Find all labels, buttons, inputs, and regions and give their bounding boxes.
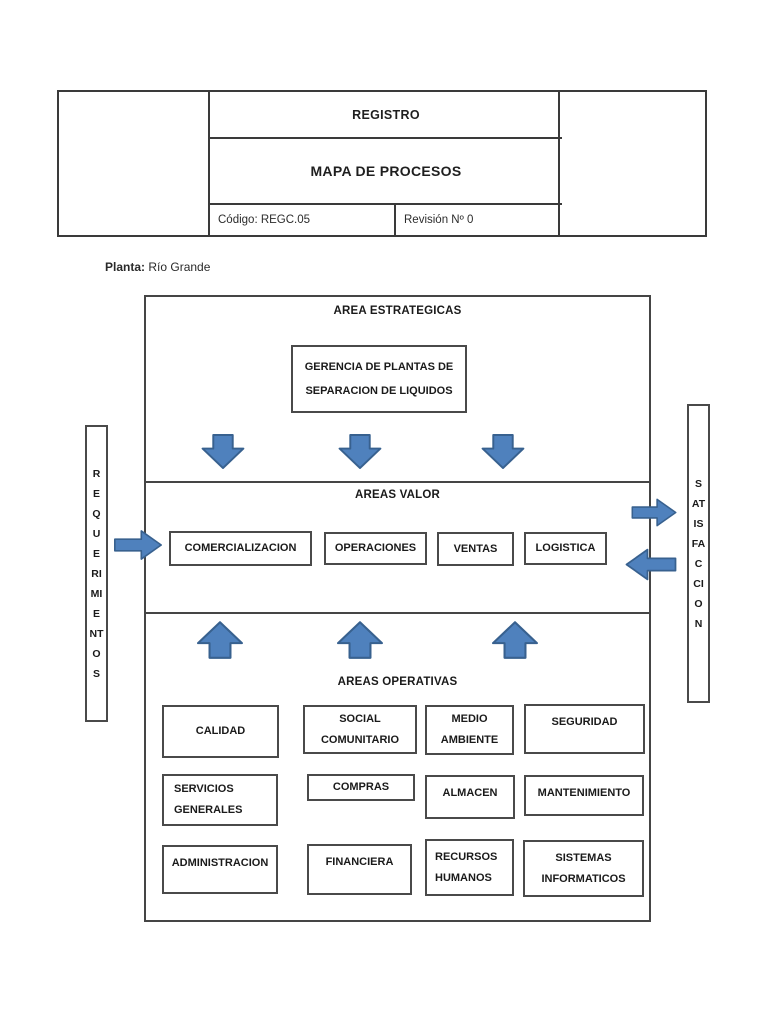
valor-section-title: AREAS VALOR — [354, 489, 441, 501]
revision-label: Revisión Nº 0 — [404, 214, 474, 226]
strategic-section-title: AREA ESTRATEGICAS — [333, 305, 462, 317]
requerimientos-rail: REQUERIMIENTOS — [85, 425, 108, 722]
down-arrow-icon — [338, 434, 382, 469]
up-arrow-icon — [492, 621, 538, 659]
registro-label: REGISTRO — [210, 92, 562, 139]
operativas-box-calidad: CALIDAD — [162, 705, 279, 758]
down-arrow-icon — [481, 434, 525, 469]
satisfaccion-label: SATISFACCION — [691, 477, 706, 630]
valor-box-logistica: LOGISTICA — [524, 532, 607, 565]
planta-label: Planta: — [105, 260, 146, 274]
up-arrow-icon — [197, 621, 243, 659]
operativas-section-title: AREAS OPERATIVAS — [337, 676, 458, 688]
operativas-box-sistemas-informaticos: SISTEMAS INFORMATICOS — [523, 840, 644, 897]
satisfaccion-rail: SATISFACCION — [687, 404, 710, 703]
section-divider — [146, 481, 649, 483]
down-arrow-icon — [201, 434, 245, 469]
section-divider — [146, 612, 649, 614]
logo-cell — [59, 92, 210, 235]
header-right-cell — [558, 92, 705, 235]
valor-box-comercializacion: COMERCIALIZACION — [169, 531, 312, 566]
page-title: MAPA DE PROCESOS — [210, 139, 562, 205]
gerencia-box: GERENCIA DE PLANTAS DE SEPARACION DE LIQ… — [291, 345, 467, 413]
operativas-box-servicios-generales: SERVICIOS GENERALES — [162, 774, 278, 826]
gerencia-line1: GERENCIA DE PLANTAS DE — [304, 361, 454, 373]
operativas-box-mantenimiento: MANTENIMIENTO — [524, 775, 644, 816]
codigo-label: Código: REGC.05 — [210, 205, 396, 235]
valor-box-ventas: VENTAS — [437, 532, 514, 566]
up-arrow-icon — [337, 621, 383, 659]
process-map-frame: AREA ESTRATEGICAS GERENCIA DE PLANTAS DE… — [144, 295, 651, 922]
planta-value: Río Grande — [148, 260, 211, 274]
operativas-box-administracion: ADMINISTRACION — [162, 845, 278, 894]
operativas-box-compras: COMPRAS — [307, 774, 415, 801]
operativas-box-almacen: ALMACEN — [425, 775, 515, 819]
requirements-in-arrow-icon — [114, 530, 162, 560]
operativas-box-social-comunitario: SOCIAL COMUNITARIO — [303, 705, 417, 754]
feedback-in-arrow-icon — [625, 548, 677, 581]
operativas-box-medio-ambiente: MEDIO AMBIENTE — [425, 705, 514, 755]
operativas-box-financiera: FINANCIERA — [307, 844, 412, 895]
requerimientos-label: REQUERIMIENTOS — [89, 467, 104, 680]
operativas-box-recursos-humanos: RECURSOS HUMANOS — [425, 839, 514, 896]
gerencia-line2: SEPARACION DE LIQUIDOS — [305, 385, 453, 397]
satisfaction-out-arrow-icon — [631, 498, 677, 527]
planta-line: Planta: Río Grande — [105, 260, 210, 274]
registration-table: REGISTRO MAPA DE PROCESOS Código: REGC.0… — [57, 90, 707, 237]
valor-box-operaciones: OPERACIONES — [324, 532, 427, 565]
operativas-box-seguridad: SEGURIDAD — [524, 704, 645, 754]
